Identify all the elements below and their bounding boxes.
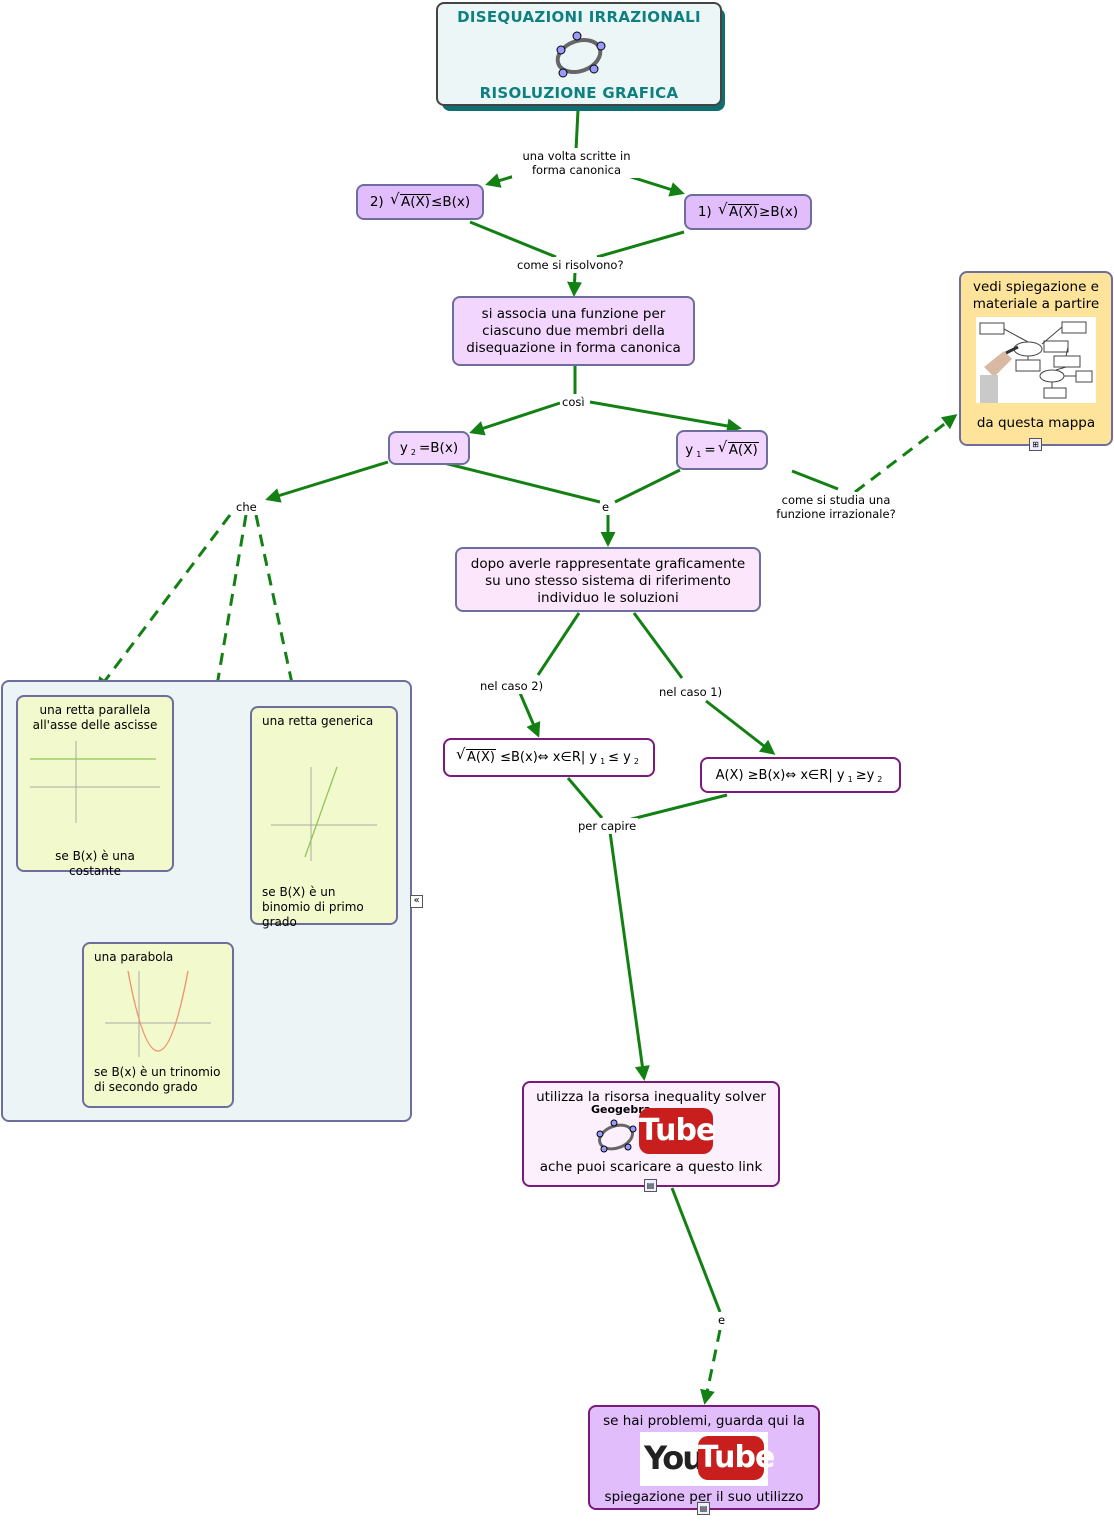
link-label-risolvono: come si risolvono? [515,257,626,273]
link-label-caso1: nel caso 1) [657,684,725,700]
y1-radicand: A(X) [728,442,758,458]
y1-subscript: 1 [696,450,702,459]
title-line1: DISEQUAZIONI IRRAZIONALI [457,8,701,26]
associa-node[interactable]: si associa una funzione per ciascuno due… [452,296,695,366]
y2-symbol: y [399,440,408,456]
solution-2-radical: A(X) [456,747,496,765]
inequality-2-node[interactable]: 2) A(X)≤B(x) [356,184,484,220]
title-node[interactable]: DISEQUAZIONI IRRAZIONALI RISOLUZIONE GRA… [436,2,722,106]
inequality-1-node[interactable]: 1) A(X)≥B(x) [684,194,812,230]
solution-1-relation: ≥y [855,768,875,783]
solver-node[interactable]: utilizza la risorsa inequality solver Ge… [522,1081,780,1187]
leaf-generica-top: una retta generica [262,714,374,728]
youtube-logo-icon: You Tube [640,1432,775,1486]
leaf-costante-bottom: se B(x) è una costante [55,849,135,878]
solver-tube: Tube [639,1108,716,1154]
y2-rest: =B(x) [418,440,459,456]
y1-equals: = [704,442,716,458]
leaf-parabola-bottom: se B(x) è un trinomio di secondo grado [94,1065,221,1094]
leaf-costante-top: una retta parallela all'asse delle ascis… [32,703,158,732]
graph-generic-line [271,766,377,861]
inequality-1-rest: ≥B(x) [759,204,799,220]
solver-bottom-text: ache puoi scaricare a questo link [539,1159,763,1175]
link-label-e1: e [600,499,612,515]
vedi-bottom-text: da questa mappa [976,415,1096,431]
link-label-che: che [234,499,259,515]
geogebratube-logo-icon: Geogebra Tube [589,1103,716,1156]
solution-2-node[interactable]: A(X) ≤B(x)⇔ x∈R| y1≤ y2 [443,738,655,777]
y2-subscript: 2 [410,448,416,457]
solution-2-radicand: A(X) [467,750,495,765]
link-label-studia: come si studia una funzione irrazionale? [755,492,917,522]
solution-2-mid: ≤B(x)⇔ x∈R| y [500,750,598,765]
youtube-top-text: se hai problemi, guarda qui la [603,1413,805,1429]
leaf-costante[interactable]: una retta parallela all'asse delle ascis… [16,695,174,878]
graph-constant-line [30,741,160,823]
inequality-2-radical: A(X) [390,192,432,210]
solution-2-sub1: 1 [600,757,606,766]
link-label-e2: e [716,1312,728,1328]
leaf-parabola[interactable]: una parabola se B(x) è un trinomio di se… [82,942,234,1108]
link-label-caso2: nel caso 2) [478,678,546,694]
dopo-node[interactable]: dopo averle rappresentate graficamente s… [455,547,761,612]
inequality-1-radical: A(X) [718,202,760,220]
inequality-1-prefix: 1) [697,204,712,220]
document-link-icon[interactable]: ▤ [644,1179,657,1192]
inequality-2-radicand: A(X) [401,194,431,210]
link-label-cosi: così [560,394,587,410]
graph-parabola [105,970,211,1057]
title-line2: RISOLUZIONE GRAFICA [479,84,679,102]
youtube-tube: Tube [698,1436,775,1480]
map-link-icon[interactable]: ⊞ [1029,438,1042,451]
document-link-icon-youtube[interactable]: ▤ [697,1502,710,1515]
solution-2-sub2: 2 [633,757,639,766]
y1-node[interactable]: y1= A(X) [676,430,768,470]
solution-1-sub2: 2 [877,775,883,784]
collapse-icon[interactable]: « [410,895,423,908]
leaf-generica[interactable]: una retta generica se B(X) è un binomio … [250,706,398,929]
youtube-bottom-text: spiegazione per il suo utilizzo [604,1489,804,1505]
youtube-node[interactable]: se hai problemi, guarda qui la You Tube … [588,1405,820,1510]
solution-1-sub1: 1 [847,775,853,784]
inequality-2-prefix: 2) [369,194,384,210]
concept-map-thumbnail-icon [976,317,1096,403]
link-label-capire: per capire [576,818,639,834]
y1-symbol: y [685,442,694,458]
y1-radical: A(X) [718,440,759,458]
inequality-2-rest: ≤B(x) [431,194,471,210]
youtube-you: You [644,1439,705,1477]
inequality-1-radicand: A(X) [729,204,759,220]
geogebra-logo-icon [549,29,609,81]
solution-1-start: A(X) ≥B(x)⇔ x∈R| y [715,768,845,783]
solver-brand: Geogebra [591,1103,652,1116]
solver-top-text: utilizza la risorsa inequality solver [536,1089,766,1105]
leaf-generica-bottom: se B(X) è un binomio di primo grado [262,885,364,929]
vedi-node[interactable]: vedi spiegazione e materiale a partire d… [959,271,1113,446]
vedi-top-text: vedi spiegazione e materiale a partire [972,279,1100,312]
link-label-canonica: una volta scritte in forma canonica [512,148,641,178]
leaf-parabola-top: una parabola [94,950,174,964]
solution-2-relation: ≤ y [608,750,631,765]
